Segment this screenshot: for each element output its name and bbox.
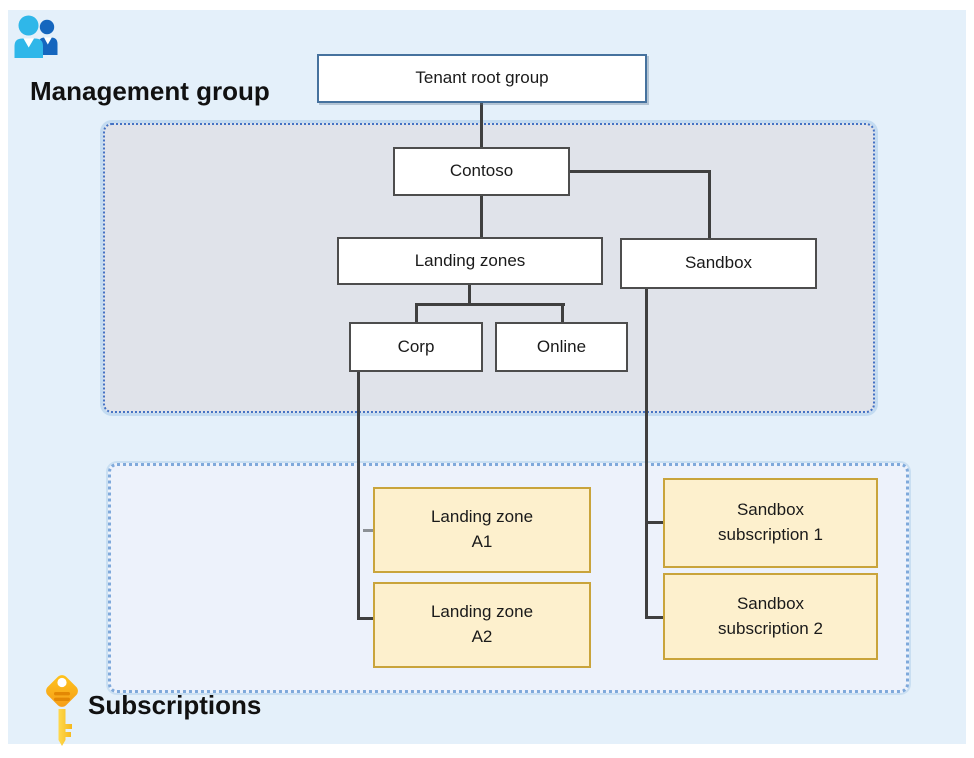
node-label: Corp <box>397 336 435 356</box>
node-label-line2: subscription 1 <box>718 525 823 544</box>
node-label-line2: A2 <box>471 627 493 646</box>
connector-branch-h <box>415 303 565 306</box>
node-landing-zone-a1: Landing zone A1 <box>373 487 591 573</box>
connector-branch-to-online <box>561 303 564 322</box>
node-label-line1: Landing zone <box>430 507 534 527</box>
node-label-line1: Sandbox <box>736 593 805 613</box>
management-group-label: Management group <box>30 76 270 106</box>
node-label: Tenant root group <box>415 68 549 88</box>
connector-landing-zones-down <box>468 285 471 306</box>
node-tenant-root-group: Tenant root group <box>317 54 647 103</box>
node-sandbox-subscription-2: Sandbox subscription 2 <box>663 573 878 660</box>
connector-contoso-to-sandbox-h <box>570 170 711 173</box>
connector-to-a2-elbow <box>360 617 373 620</box>
node-label: Contoso <box>449 161 514 181</box>
node-contoso: Contoso <box>393 147 570 196</box>
node-label-line2: A1 <box>471 532 493 551</box>
connector-branch-to-corp <box>415 303 418 322</box>
connector-contoso-to-sandbox-v <box>708 170 711 238</box>
diagram-canvas: Management group Tenant root group Conto… <box>8 10 966 747</box>
node-label: Landing zones <box>414 250 526 270</box>
connector-corp-down <box>357 372 360 620</box>
connector-contoso-to-landing-zones <box>480 196 483 237</box>
connector-to-a1-stub <box>363 529 373 532</box>
node-sandbox-subscription-1: Sandbox subscription 1 <box>663 478 878 568</box>
connector-root-to-contoso <box>480 103 483 147</box>
connector-sandbox-down <box>645 289 648 619</box>
connector-to-sub1-stub <box>648 521 663 524</box>
connector-to-sub2-elbow <box>648 616 663 619</box>
people-icon <box>12 14 60 60</box>
node-landing-zones: Landing zones <box>337 237 603 285</box>
node-label-line2: subscription 2 <box>718 618 823 638</box>
node-online: Online <box>495 322 628 372</box>
node-label: Sandbox <box>684 253 753 273</box>
subscriptions-label: Subscriptions <box>88 690 262 720</box>
node-landing-zone-a2: Landing zone A2 <box>373 582 591 668</box>
node-corp: Corp <box>349 322 483 372</box>
key-icon <box>41 669 83 747</box>
node-label: Online <box>536 336 587 356</box>
node-label-line1: Sandbox <box>736 500 805 520</box>
node-label-line1: Landing zone <box>430 602 534 622</box>
node-sandbox: Sandbox <box>620 238 817 289</box>
